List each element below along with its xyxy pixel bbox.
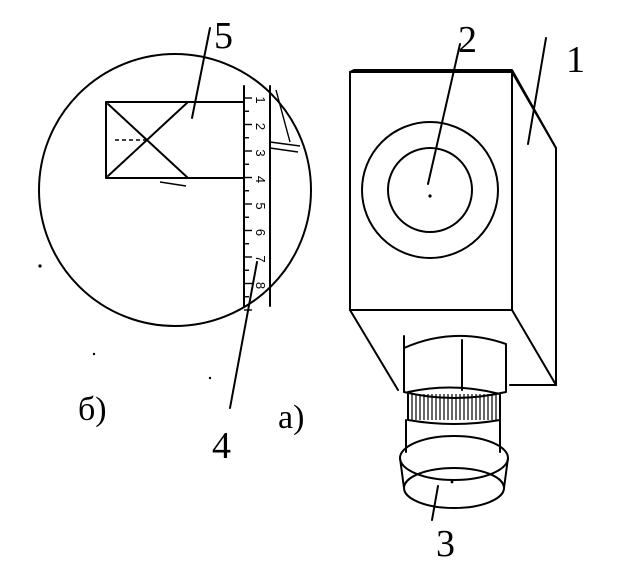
leader-line-1	[527, 37, 547, 145]
leader-line-3	[431, 485, 439, 521]
field-of-view-circle	[38, 53, 312, 327]
label-1: 1	[566, 39, 585, 81]
scale-tick-label: 5	[253, 202, 268, 209]
scale-tick-label: 6	[253, 229, 268, 236]
scale-tick-label: 4	[253, 176, 268, 183]
eyepiece-cap-bottom	[403, 467, 505, 509]
subfigure-label-b: б)	[78, 391, 107, 428]
lens-outer-ring	[361, 121, 499, 259]
lens-center-dot	[428, 194, 432, 198]
leader-line-4	[229, 261, 258, 409]
reticle-box	[105, 101, 245, 187]
field-of-view: 1 2 3 4 5 6 7 8	[38, 27, 312, 409]
device-body	[349, 37, 557, 521]
scale-tick-label: 8	[253, 282, 268, 289]
scale-tick-label: 7	[253, 255, 268, 262]
knurled-ring	[411, 394, 497, 420]
lens-inner-ring	[387, 147, 473, 233]
label-5: 5	[214, 15, 233, 57]
eyepiece-cap-top	[399, 435, 509, 481]
label-2: 2	[458, 19, 477, 61]
label-3: 3	[436, 523, 455, 565]
scale-tick-marks	[244, 97, 252, 311]
scale-tick-label: 2	[253, 123, 268, 130]
label-4: 4	[212, 425, 231, 467]
scale-tick-label: 3	[253, 149, 268, 156]
leader-line-5	[191, 27, 211, 119]
scale-tick-label: 1	[253, 96, 268, 103]
leader-line-2	[427, 43, 461, 185]
subfigure-label-a: а)	[278, 399, 304, 436]
measuring-scale: 1 2 3 4 5 6 7 8	[243, 85, 301, 311]
eyepiece-tube	[399, 334, 509, 509]
device-front-face	[349, 71, 513, 311]
scale-tick-labels: 1 2 3 4 5 6 7 8	[253, 96, 268, 289]
